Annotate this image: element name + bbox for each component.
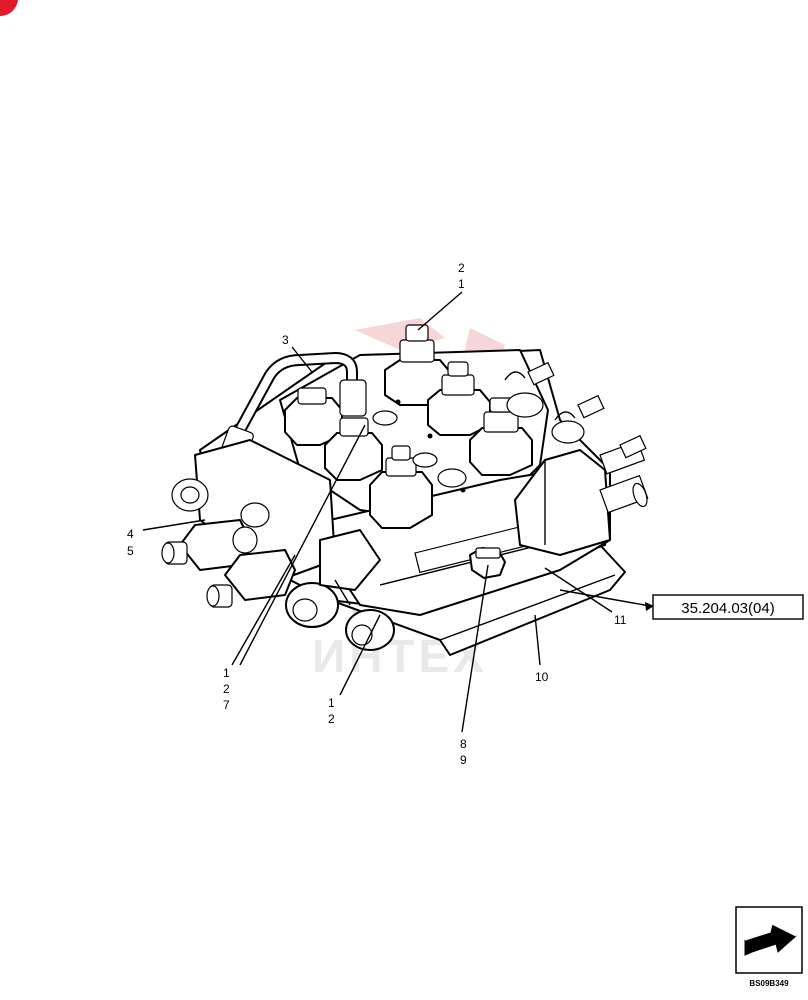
callout-left-7: 7 xyxy=(223,698,230,712)
arrow-next-icon xyxy=(744,923,797,956)
arrow-head-icon xyxy=(645,602,654,611)
callout-left-2: 2 xyxy=(223,682,230,696)
fitting-lower-left xyxy=(206,549,296,608)
fitting-upper-left xyxy=(171,478,209,512)
bolt-8-9 xyxy=(469,547,506,579)
reference-link[interactable]: 35.204.03(04) xyxy=(652,594,804,620)
callout-top-2: 2 xyxy=(458,261,465,275)
drawing-code: BS09B349 xyxy=(749,979,789,988)
relief-valve-right xyxy=(469,397,533,476)
fitting-left xyxy=(161,519,251,571)
fitting-front-a xyxy=(285,582,339,628)
callouts: 2 1 3 4 5 1 2 7 1 2 8 9 10 11 xyxy=(127,261,627,767)
callout-8: 8 xyxy=(460,737,467,751)
control-valve-assembly xyxy=(161,324,649,656)
relief-valve-left xyxy=(284,387,343,446)
reference-box-text[interactable]: 35.204.03(04) xyxy=(681,600,774,617)
next-page-button[interactable]: BS09B349 xyxy=(735,906,803,988)
callout-left-1: 1 xyxy=(223,666,230,680)
callout-top-1: 1 xyxy=(458,277,465,291)
relief-valve-middle xyxy=(427,361,491,436)
callout-mid-2: 2 xyxy=(328,712,335,726)
corner-mark-icon xyxy=(0,0,18,17)
relief-valve-front xyxy=(369,445,433,529)
callout-4: 4 xyxy=(127,527,134,541)
fitting-front-b xyxy=(345,609,395,651)
callout-11: 11 xyxy=(614,613,627,627)
callout-mid-1: 1 xyxy=(328,696,335,710)
callout-10: 10 xyxy=(535,670,549,684)
callout-3: 3 xyxy=(282,333,289,347)
leader-lines xyxy=(142,291,654,733)
callout-5: 5 xyxy=(127,544,134,558)
callout-9: 9 xyxy=(460,753,467,767)
